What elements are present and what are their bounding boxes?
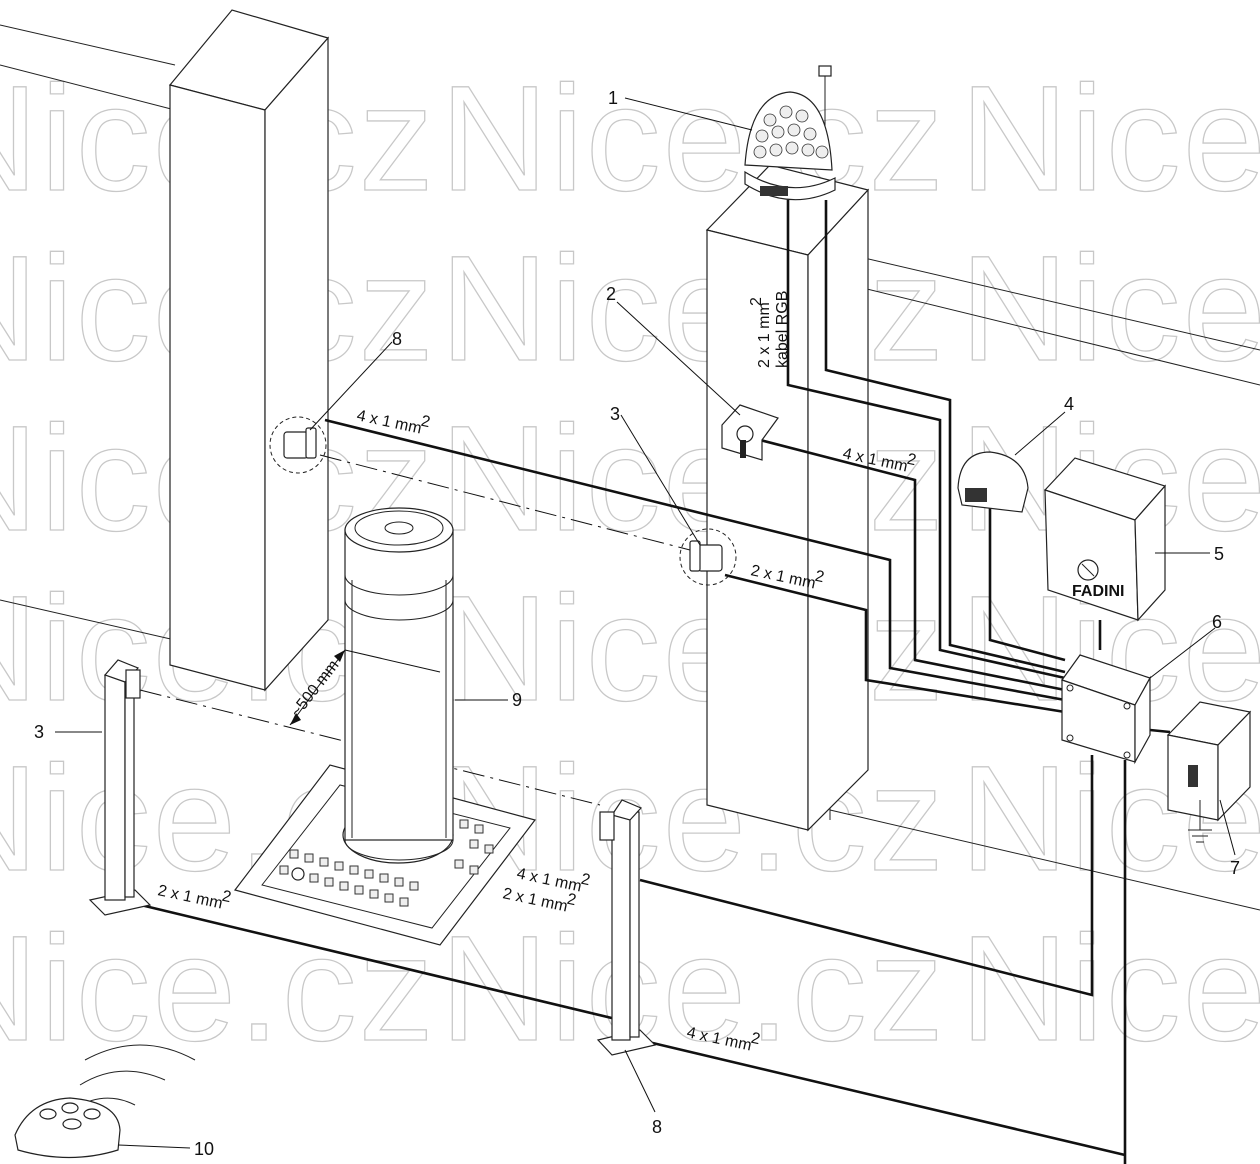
label-3: 3: [610, 404, 620, 424]
label-5: 5: [1214, 544, 1224, 564]
cable-rgb-line2: kabel RGB: [774, 291, 791, 368]
cable-label-sup: 2: [220, 888, 232, 906]
photocell-post-middle: [596, 799, 657, 1056]
watermark-text: Nice.cz: [440, 904, 946, 1072]
photocell-post-left: [88, 659, 152, 916]
left-pillar: [168, 9, 330, 692]
watermark-text: Nice.cz: [440, 394, 946, 562]
label-4: 4: [1064, 394, 1074, 414]
label-9: 9: [512, 690, 522, 710]
cable-label-rgb: 2 x 1 mm 2 kabel RGB: [748, 291, 791, 368]
junction-box: [1061, 654, 1151, 765]
watermark-text: Nice.cz: [440, 54, 946, 222]
cable-label-sup: 2: [565, 891, 577, 909]
flashing-lamp: [744, 65, 836, 201]
watermark-text: Nice.cz: [0, 904, 436, 1072]
key-selector: [721, 404, 779, 461]
cable-label-sup: 2: [419, 413, 431, 431]
watermark-text: Nice.cz: [960, 224, 1260, 392]
dimension-arrow: [289, 649, 441, 726]
label-3: 3: [34, 722, 44, 742]
watermark-text: Nice.cz: [960, 904, 1260, 1072]
photocell-wall-left: [269, 416, 327, 474]
label-6: 6: [1212, 612, 1222, 632]
cable-rgb-line1: 2 x 1 mm: [756, 302, 773, 368]
label-10: 10: [194, 1139, 214, 1159]
watermark-text: Nice.cz: [440, 224, 946, 392]
leader-lines: [55, 97, 1236, 1149]
photocell-wall-right: [679, 528, 737, 586]
label-1: 1: [608, 88, 618, 108]
label-2: 2: [606, 284, 616, 304]
label-7: 7: [1230, 858, 1240, 878]
watermark-text: Nice.cz: [960, 54, 1260, 222]
label-8: 8: [392, 329, 402, 349]
remote-control: [14, 1044, 196, 1159]
cable-runs: [119, 200, 1171, 1164]
control-unit: FADINI: [1043, 457, 1167, 622]
main-switch: [1166, 701, 1252, 843]
cable-label-sup: 2: [579, 871, 591, 889]
cable-label-sup: 2: [813, 568, 825, 586]
cable-label-sup: 2: [905, 451, 917, 469]
cable-label-sup: 2: [749, 1030, 761, 1048]
label-8: 8: [652, 1117, 662, 1137]
radio-receiver: [957, 451, 1029, 513]
bollard: [233, 507, 537, 946]
control-unit-brand: FADINI: [1072, 583, 1124, 600]
cable-rgb-sup: 2: [748, 297, 765, 306]
component-numbers: 1 2 3 3 4 5 6 7 8 8 9 10: [34, 88, 1240, 1159]
